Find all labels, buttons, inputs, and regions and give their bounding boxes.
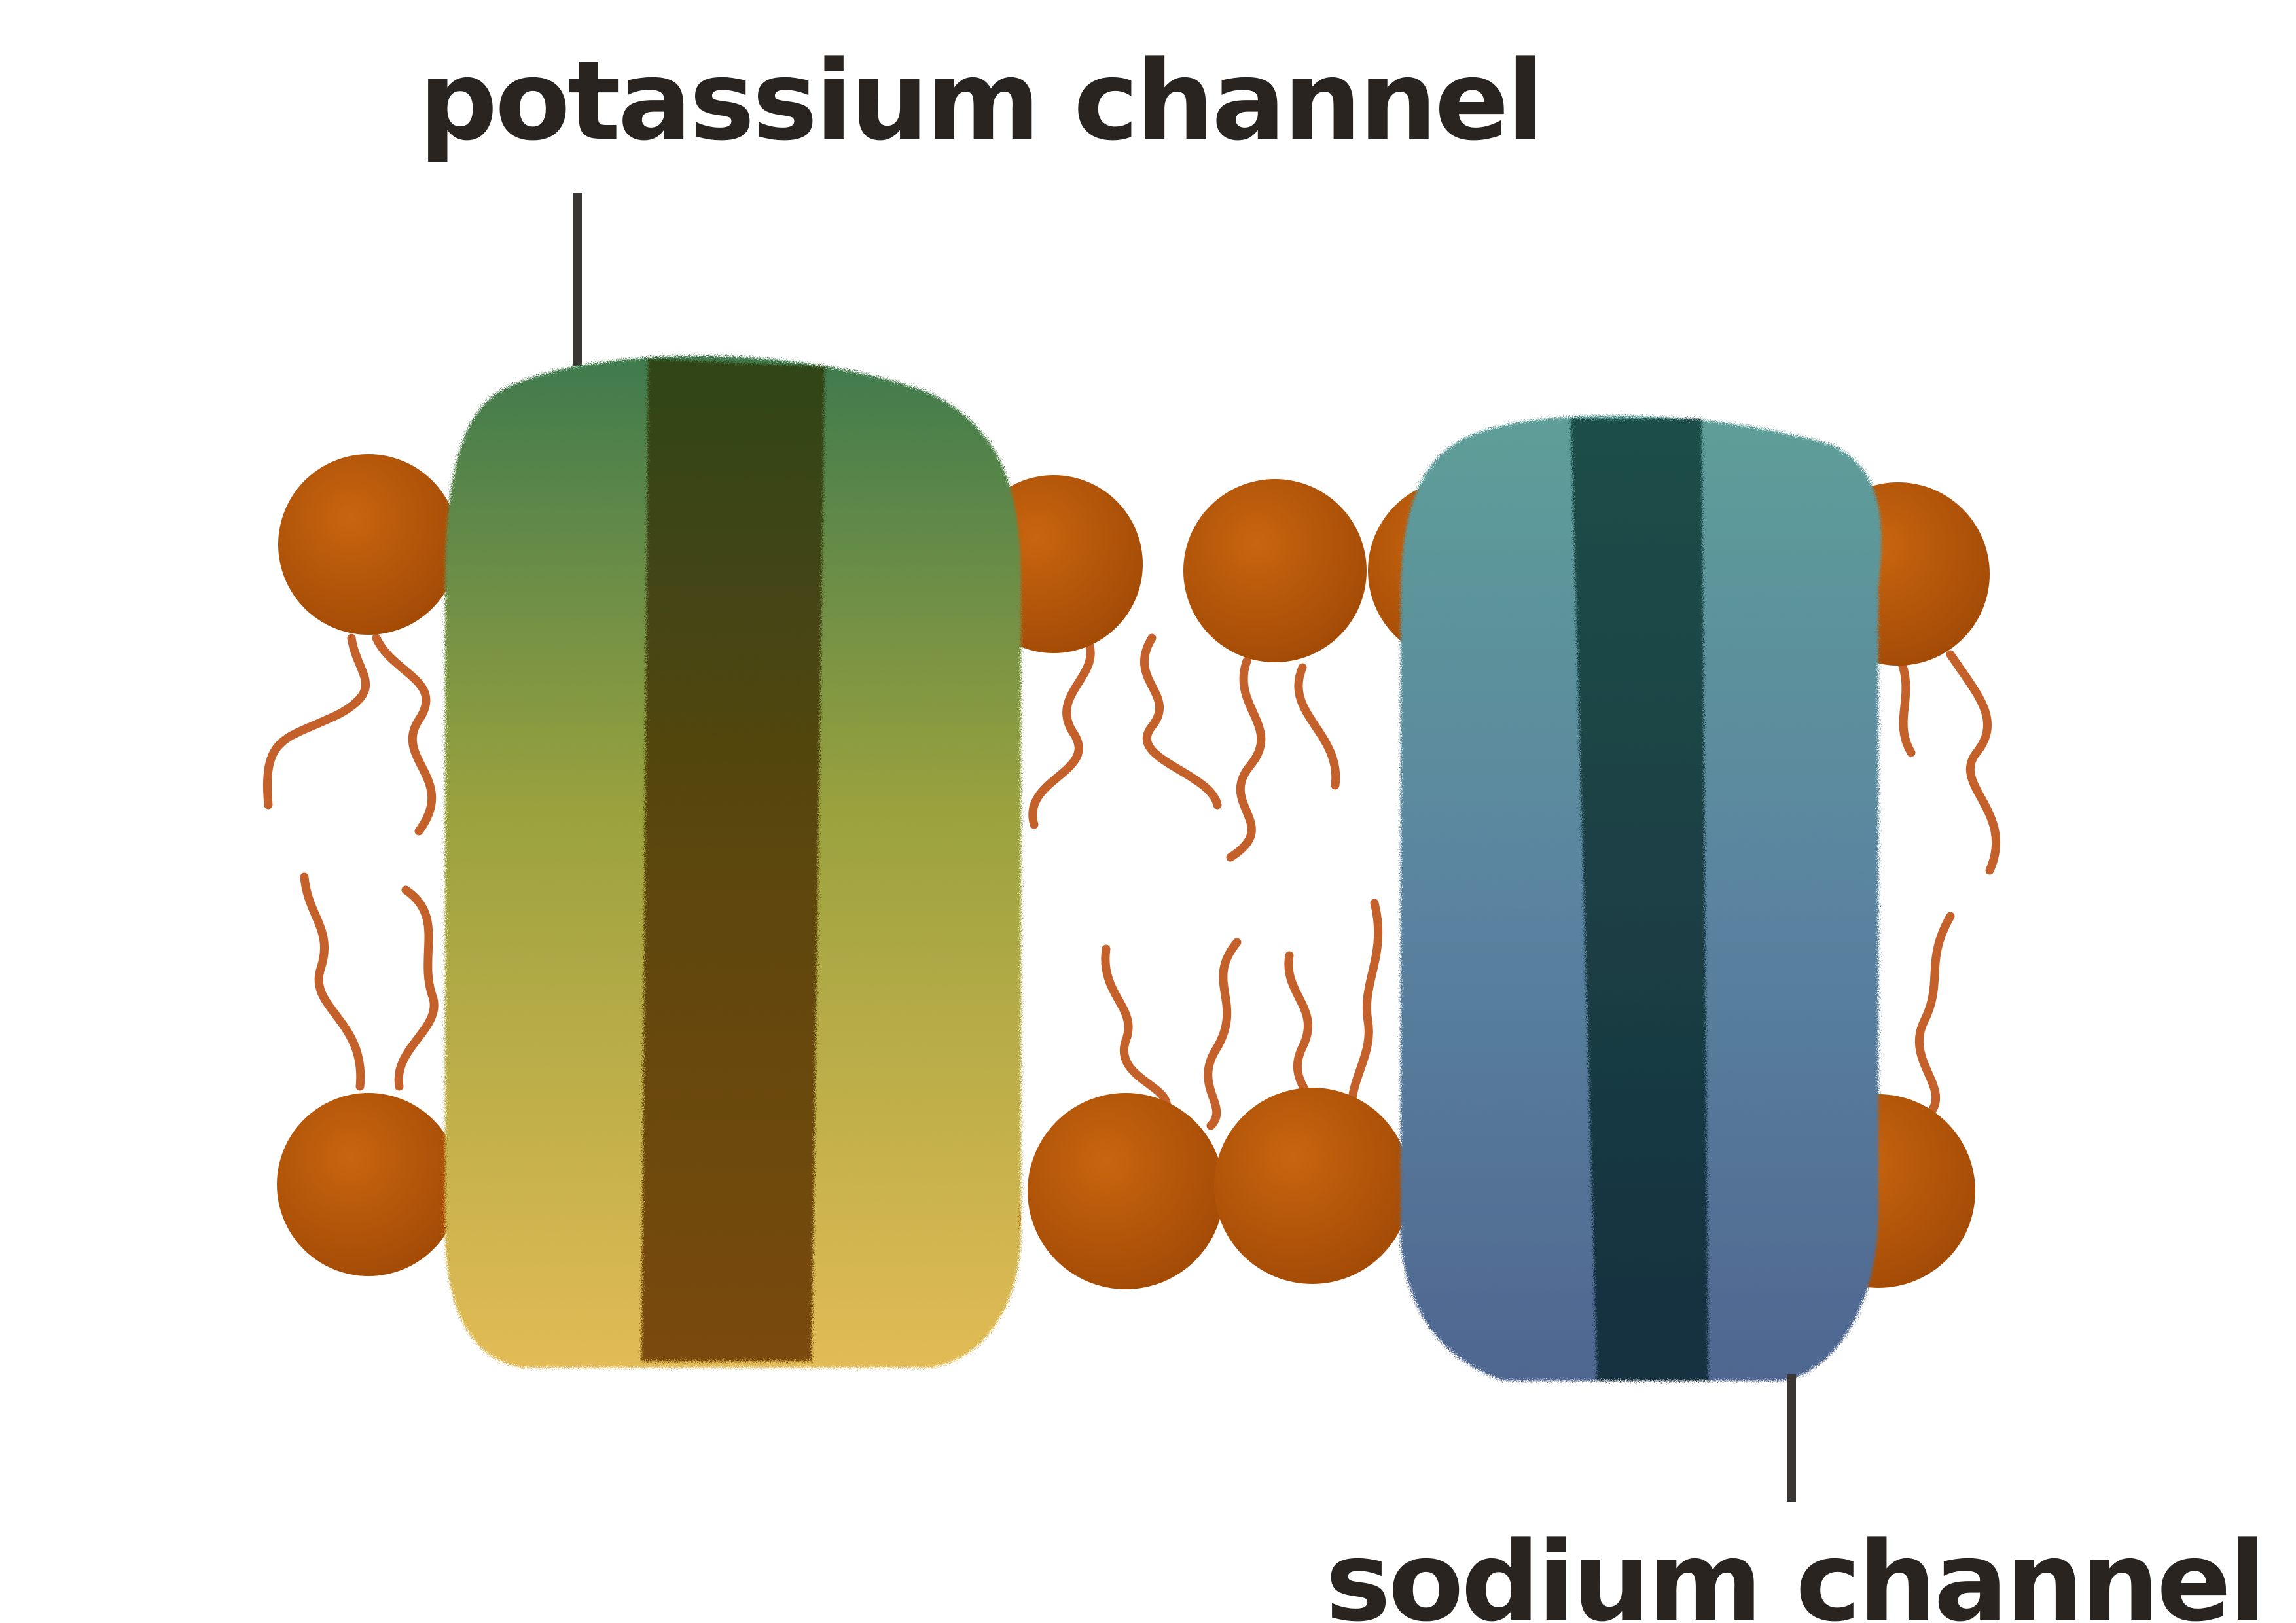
potassium-channel-pore (641, 359, 825, 1361)
lipid-tail (1101, 944, 1171, 1117)
lipid-head (1028, 1093, 1224, 1289)
sodium-channel-label: sodium channel (1325, 1518, 2264, 1623)
sodium-channel-pore (1571, 419, 1708, 1381)
potassium-channel-label: potassium channel (419, 37, 1541, 165)
lipid-head (278, 454, 459, 635)
lipid-tail (1893, 650, 1916, 757)
lipid-tail (1946, 650, 2001, 875)
lipid-tail (1226, 656, 1266, 862)
lipid-head (1183, 479, 1367, 662)
lipid-tails (263, 633, 2001, 1130)
lipid-tail (1139, 633, 1222, 810)
lipid-head (1214, 1088, 1410, 1284)
lipid-tail (263, 633, 370, 810)
lipid-tail (300, 872, 365, 1091)
lipid-head (277, 1093, 460, 1276)
lipid-tail (394, 885, 439, 1091)
lipid-tail (1347, 899, 1383, 1130)
sodium-channel (1401, 416, 1882, 1381)
lipid-tail (1914, 912, 1955, 1117)
potassium-channel (445, 355, 1021, 1368)
lipid-tail (1294, 663, 1340, 790)
lipid-tail (1204, 938, 1242, 1130)
lipid-tail (1028, 633, 1095, 829)
lipid-tail (372, 633, 437, 836)
